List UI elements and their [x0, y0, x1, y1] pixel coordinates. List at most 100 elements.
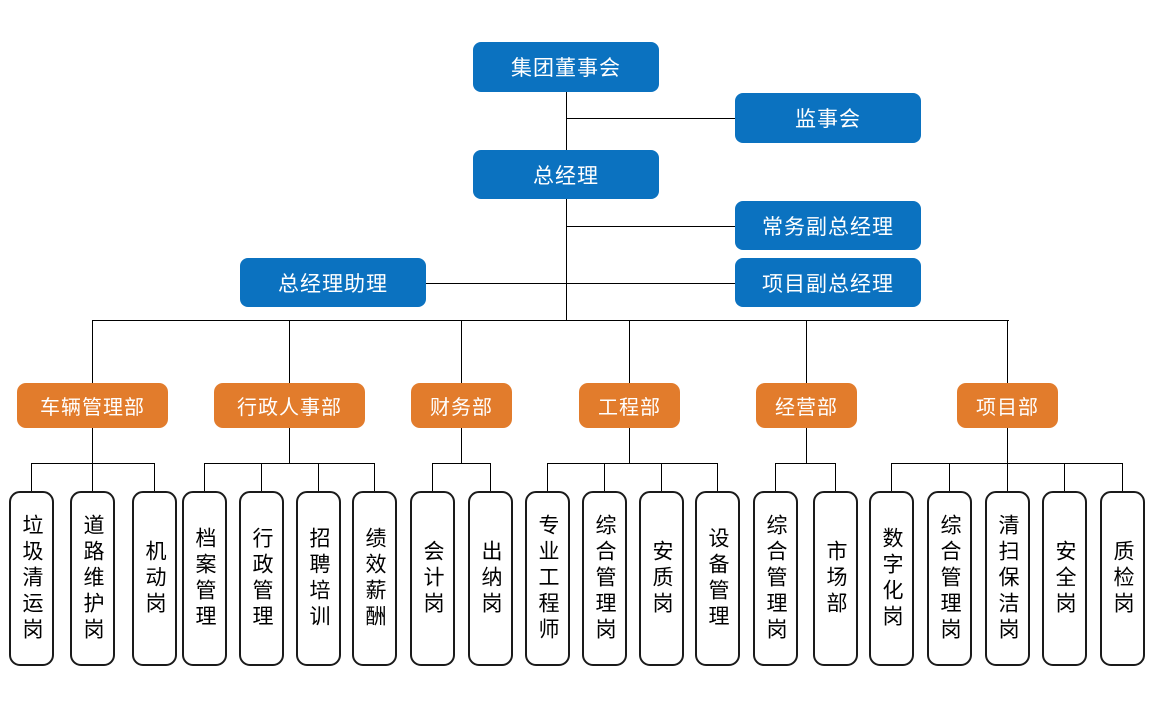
node-department-engineering[interactable]: 工程部	[579, 383, 680, 428]
connector-dept-6-bus	[891, 463, 1122, 464]
leaf-post-label: 质检岗	[1111, 539, 1134, 618]
connector-dept-2-drop-3	[318, 463, 319, 491]
leaf-post-box[interactable]: 安质岗	[639, 491, 684, 666]
node-executive-vice-general-manager-label: 常务副总经理	[762, 215, 894, 239]
department-bus	[92, 320, 1009, 321]
node-project-vice-general-manager[interactable]: 项目副总经理	[735, 258, 921, 307]
leaf-post-box[interactable]: 绩效薪酬	[352, 491, 397, 666]
leaf-post-box[interactable]: 质检岗	[1100, 491, 1145, 666]
connector-dept-6-drop-3	[1007, 463, 1008, 491]
leaf-post-label: 会计岗	[421, 539, 444, 618]
connector-bus-to-dept-3	[461, 320, 462, 383]
leaf-post-label: 综合管理岗	[938, 513, 961, 644]
leaf-post-label: 清扫保洁岗	[996, 513, 1019, 644]
connector-bus-to-dept-4	[629, 320, 630, 383]
leaf-post-box[interactable]: 数字化岗	[869, 491, 914, 666]
node-department-operations-label: 经营部	[775, 397, 838, 419]
leaf-post-box[interactable]: 综合管理岗	[582, 491, 627, 666]
connector-dept-4-drop-2	[604, 463, 605, 491]
leaf-post-label: 市场部	[824, 539, 847, 618]
connector-dept-6-drop-2	[949, 463, 950, 491]
connector-dept-3-stem	[461, 427, 462, 463]
connector-dept-4-bus	[547, 463, 717, 464]
node-department-engineering-label: 工程部	[598, 397, 661, 419]
leaf-post-label: 道路维护岗	[81, 513, 104, 644]
connector-dept-1-drop-3	[154, 463, 155, 491]
node-department-vehicle-management[interactable]: 车辆管理部	[17, 383, 168, 428]
leaf-post-label: 综合管理岗	[593, 513, 616, 644]
connector-dept-2-stem	[289, 427, 290, 463]
node-department-project-label: 项目部	[976, 397, 1039, 419]
connector-dept-5-drop-2	[835, 463, 836, 491]
connector-dept-6-drop-4	[1064, 463, 1065, 491]
node-department-project[interactable]: 项目部	[957, 383, 1058, 428]
connector-bus-to-dept-1	[92, 320, 93, 383]
connector-dept-5-stem	[806, 427, 807, 463]
leaf-post-box[interactable]: 道路维护岗	[70, 491, 115, 666]
leaf-post-label: 综合管理岗	[764, 513, 787, 644]
connector-dept-4-drop-3	[661, 463, 662, 491]
connector-dept-5-bus	[775, 463, 835, 464]
leaf-post-box[interactable]: 设备管理	[695, 491, 740, 666]
connector-bus-to-dept-6	[1007, 320, 1008, 383]
connector-dept-2-drop-4	[374, 463, 375, 491]
node-executive-vice-general-manager[interactable]: 常务副总经理	[735, 201, 921, 250]
leaf-post-box[interactable]: 会计岗	[410, 491, 455, 666]
connector-dept-4-drop-1	[547, 463, 548, 491]
connector-dept-6-drop-1	[891, 463, 892, 491]
leaf-post-box[interactable]: 垃圾清运岗	[9, 491, 54, 666]
node-department-operations[interactable]: 经营部	[756, 383, 857, 428]
leaf-post-label: 档案管理	[193, 526, 216, 631]
connector-dept-1-drop-2	[92, 463, 93, 491]
connector-dept-6-stem	[1007, 427, 1008, 463]
connector-dept-6-drop-5	[1122, 463, 1123, 491]
leaf-post-label: 设备管理	[706, 526, 729, 631]
node-board-of-directors[interactable]: 集团董事会	[473, 42, 659, 92]
leaf-post-label: 专业工程师	[536, 513, 559, 644]
leaf-post-label: 绩效薪酬	[363, 526, 386, 631]
leaf-post-label: 行政管理	[250, 526, 273, 631]
connector-board-to-supervisory	[566, 118, 735, 119]
connector-dept-2-drop-1	[204, 463, 205, 491]
node-department-finance[interactable]: 财务部	[411, 383, 512, 428]
connector-assistant-to-gm	[425, 283, 566, 284]
leaf-post-label: 安全岗	[1053, 539, 1076, 618]
leaf-post-label: 出纳岗	[479, 539, 502, 618]
connector-gm-to-exec-vice	[566, 226, 735, 227]
connector-dept-3-drop-2	[490, 463, 491, 491]
leaf-post-box[interactable]: 机动岗	[132, 491, 177, 666]
node-department-administration-hr[interactable]: 行政人事部	[214, 383, 365, 428]
leaf-post-label: 垃圾清运岗	[20, 513, 43, 644]
leaf-post-box[interactable]: 行政管理	[239, 491, 284, 666]
leaf-post-box[interactable]: 招聘培训	[296, 491, 341, 666]
leaf-post-box[interactable]: 安全岗	[1042, 491, 1087, 666]
leaf-post-label: 招聘培训	[307, 526, 330, 631]
connector-dept-2-drop-2	[261, 463, 262, 491]
leaf-post-label: 数字化岗	[880, 526, 903, 631]
leaf-post-box[interactable]: 清扫保洁岗	[985, 491, 1030, 666]
node-department-finance-label: 财务部	[430, 397, 493, 419]
leaf-post-label: 安质岗	[650, 539, 673, 618]
connector-dept-4-drop-4	[717, 463, 718, 491]
connector-bus-to-dept-5	[806, 320, 807, 383]
leaf-post-box[interactable]: 专业工程师	[525, 491, 570, 666]
node-supervisory-board-label: 监事会	[795, 108, 861, 131]
node-general-manager-assistant[interactable]: 总经理助理	[240, 258, 426, 307]
leaf-post-box[interactable]: 综合管理岗	[927, 491, 972, 666]
connector-gm-to-project-vice	[566, 283, 735, 284]
node-department-administration-hr-label: 行政人事部	[237, 397, 342, 419]
node-general-manager[interactable]: 总经理	[473, 150, 659, 199]
leaf-post-box[interactable]: 出纳岗	[468, 491, 513, 666]
connector-dept-2-bus	[204, 463, 374, 464]
connector-dept-1-drop-1	[31, 463, 32, 491]
leaf-post-label: 机动岗	[143, 539, 166, 618]
leaf-post-box[interactable]: 市场部	[813, 491, 858, 666]
connector-dept-1-stem	[92, 427, 93, 463]
node-department-vehicle-management-label: 车辆管理部	[40, 397, 145, 419]
leaf-post-box[interactable]: 档案管理	[182, 491, 227, 666]
leaf-post-box[interactable]: 综合管理岗	[753, 491, 798, 666]
connector-dept-3-drop-1	[432, 463, 433, 491]
node-general-manager-assistant-label: 总经理助理	[278, 272, 388, 296]
node-supervisory-board[interactable]: 监事会	[735, 93, 921, 143]
